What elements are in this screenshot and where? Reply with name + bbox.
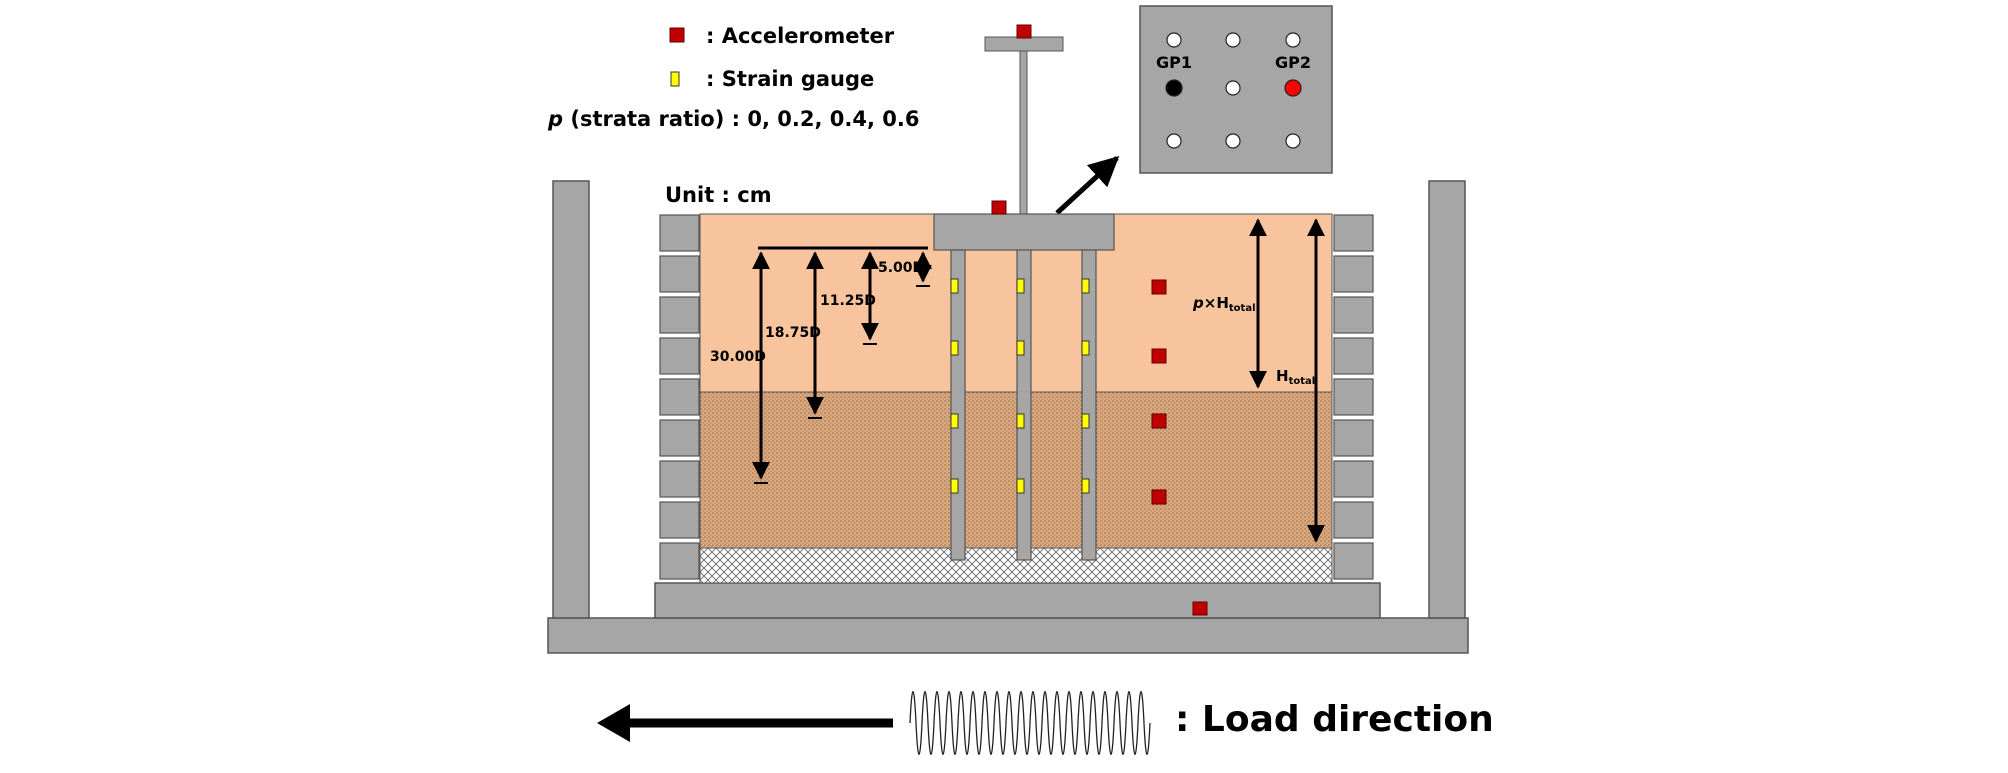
gp1-pile-marker <box>1165 79 1183 97</box>
unit-label: Unit : cm <box>665 183 772 207</box>
strata-ratio-legend: p (strata ratio) : 0, 0.2, 0.4, 0.6 <box>547 107 919 131</box>
accelerometer-legend-label: : Accelerometer <box>706 24 895 48</box>
gp1-label: GP1 <box>1156 53 1192 72</box>
rod-top-accelerometer <box>1016 24 1032 39</box>
loading-rod <box>984 24 1064 217</box>
right-container-blocks <box>1333 214 1374 580</box>
left-frame-column <box>552 180 590 619</box>
right-frame-column <box>1428 180 1466 619</box>
accelerometer-legend-icon <box>669 27 685 43</box>
gp2-label: GP2 <box>1275 53 1311 72</box>
lower-soil-layer <box>699 391 1333 549</box>
depth-label-18d: 18.75D <box>765 325 821 341</box>
depth-label-5d: 5.00D <box>878 260 924 276</box>
pile-cap <box>933 213 1115 251</box>
strain-gauge-legend-icon <box>670 71 680 87</box>
soil-box-base-plate <box>654 582 1381 619</box>
load-direction-indicator <box>597 690 1151 756</box>
left-container-blocks <box>659 214 700 580</box>
pile-cap-accelerometer <box>991 200 1007 215</box>
load-direction-label: : Load direction <box>1175 699 1494 740</box>
strain-gauges <box>950 278 1090 494</box>
height-dimensions <box>1249 218 1325 543</box>
depth-label-11d: 11.25D <box>820 293 876 309</box>
pile-group-plan-inset: GP1 GP2 <box>1139 5 1333 174</box>
legend: : Accelerometer : Strain gauge p (strata… <box>547 24 919 131</box>
pile-left <box>950 249 966 561</box>
depth-dimensions <box>752 246 932 484</box>
pile-position-markers <box>1165 32 1302 149</box>
shaking-table-base <box>547 617 1469 654</box>
pile-right <box>1081 249 1097 561</box>
sine-wave-icon <box>909 690 1151 756</box>
base-accelerometer <box>1192 601 1208 616</box>
gp2-pile-marker <box>1284 79 1302 97</box>
strain-gauge-legend-label: : Strain gauge <box>706 67 874 91</box>
h-total-label: Htotal <box>1276 367 1315 387</box>
pile-center <box>1016 249 1032 561</box>
soil-accelerometers <box>1151 279 1167 505</box>
p-h-total-label: p×Htotal <box>1192 294 1256 314</box>
depth-label-30d: 30.00D <box>710 349 766 365</box>
inset-pointer-arrow <box>1055 155 1120 215</box>
piles <box>950 249 1097 561</box>
base-gravel-layer <box>699 547 1333 584</box>
